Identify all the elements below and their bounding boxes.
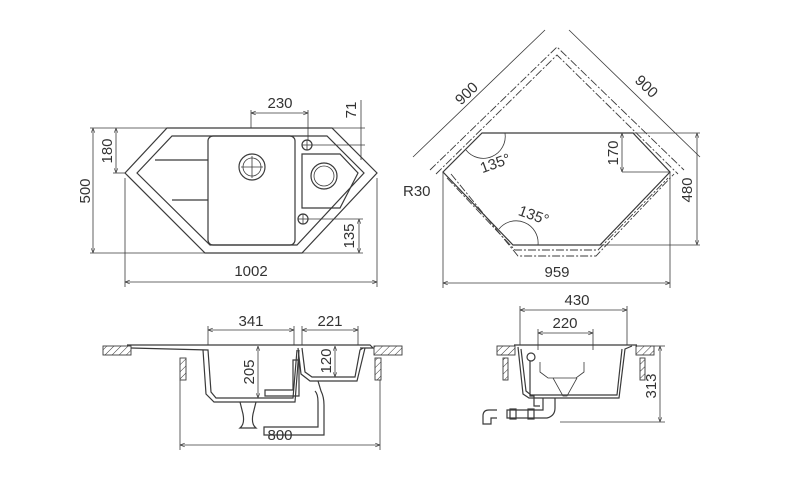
sink-outline — [124, 127, 378, 254]
dim-341: 341 — [238, 313, 263, 330]
dim-900-line-left — [412, 29, 546, 158]
dim-71: 71 — [343, 102, 360, 119]
countertop-right — [635, 345, 655, 356]
sink-plan-view: 500 180 230 71 135 1002 — [77, 95, 378, 287]
section-view-corner-bowl: 430 220 313 — [482, 292, 665, 425]
sink-profile — [127, 344, 375, 349]
dim-180: 180 — [99, 138, 116, 163]
overflow — [526, 352, 536, 362]
section-view-double-bowl: 341 221 205 120 800 — [102, 313, 403, 450]
main-bowl — [207, 135, 296, 246]
angle-arc-bottom — [498, 220, 539, 246]
dim-959: 959 — [544, 264, 569, 281]
dim-900-right: 900 — [631, 72, 661, 102]
dim-900-line-right — [568, 29, 701, 158]
countertop-left — [496, 345, 516, 356]
countertop-left — [102, 345, 132, 356]
dim-170: 170 — [605, 140, 622, 165]
sink-inner-outline — [136, 135, 365, 246]
dim-230: 230 — [267, 95, 292, 112]
corner-installation-view: 900 900 135° 135° R30 170 480 959 — [403, 29, 701, 288]
dim-430: 430 — [564, 292, 589, 309]
dim-800: 800 — [267, 427, 292, 444]
corner-sink-outline — [442, 132, 671, 246]
dim-220: 220 — [552, 315, 577, 332]
dim-1002: 1002 — [234, 263, 267, 280]
dim-313: 313 — [643, 373, 660, 398]
waste-trap — [238, 401, 258, 429]
small-drain — [310, 162, 338, 190]
main-drain — [238, 153, 266, 181]
dim-135: 135 — [341, 223, 358, 248]
dim-900-left: 900 — [452, 79, 482, 109]
angle-135-bottom: 135° — [516, 202, 551, 229]
basket — [539, 362, 585, 379]
radius-r30: R30 — [403, 183, 431, 200]
dim-500: 500 — [77, 178, 94, 203]
drain-pipe — [482, 409, 497, 425]
wall-line — [429, 46, 685, 171]
dim-120: 120 — [318, 348, 335, 373]
dim-221: 221 — [317, 313, 342, 330]
dim-205: 205 — [241, 359, 258, 384]
countertop-right — [373, 345, 403, 356]
angle-arc-top — [465, 132, 506, 159]
angle-135-top: 135° — [478, 150, 513, 177]
dim-480: 480 — [679, 177, 696, 202]
small-bowl — [301, 153, 359, 209]
